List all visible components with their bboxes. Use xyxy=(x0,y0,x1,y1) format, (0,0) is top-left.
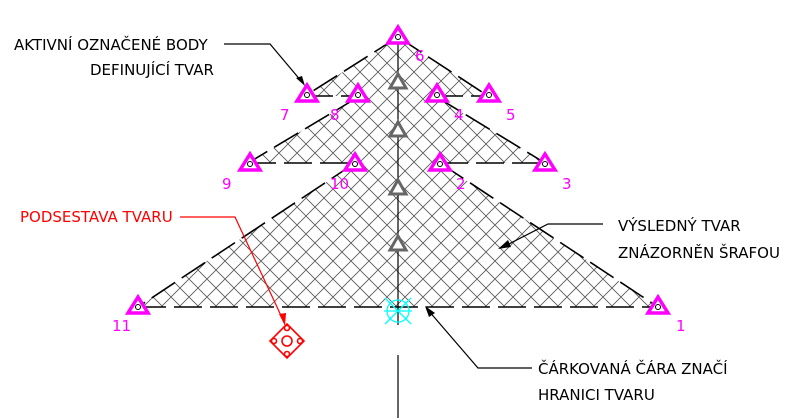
label-result-line1: VÝSLEDNÝ TVAR xyxy=(618,216,741,235)
leader-lines xyxy=(180,43,603,369)
point-number-8: 8 xyxy=(330,106,340,124)
point-number-5: 5 xyxy=(506,106,516,124)
point-marker-dots xyxy=(135,34,661,310)
point-number-2: 2 xyxy=(456,175,466,193)
label-boundary-line2: HRANICI TVARU xyxy=(538,386,655,404)
subassembly-diamond-icon[interactable] xyxy=(268,322,306,360)
point-number-6: 6 xyxy=(415,47,425,65)
point-number-4: 4 xyxy=(454,106,464,124)
point-numbers: 1 2 3 4 5 6 7 8 9 10 11 xyxy=(112,47,686,335)
point-number-10: 10 xyxy=(330,175,349,193)
point-markers xyxy=(124,23,672,315)
label-active-points-line2: DEFINUJÍCÍ TVAR xyxy=(90,60,214,79)
label-result-line2: ZNÁZORNĚN ŠRAFOU xyxy=(618,243,780,262)
label-boundary-line1: ČÁRKOVANÁ ČÁRA ZNAČÍ xyxy=(538,359,728,378)
grey-triangle-icon xyxy=(387,232,409,252)
point-number-3: 3 xyxy=(562,175,572,193)
point-number-9: 9 xyxy=(222,175,232,193)
leader-active-points xyxy=(224,43,303,83)
grey-triangle-icon xyxy=(387,118,409,138)
arrowhead xyxy=(279,313,286,326)
leader-result xyxy=(502,223,603,248)
arrowhead xyxy=(425,306,435,317)
label-subassembly: PODSESTAVA TVARU xyxy=(20,208,173,226)
axis-markers xyxy=(387,70,409,252)
arrowhead xyxy=(296,76,305,86)
point-number-1: 1 xyxy=(676,317,686,335)
dashed-boundary xyxy=(137,36,659,308)
arrowhead xyxy=(498,240,511,249)
grey-triangle-icon xyxy=(387,176,409,196)
grey-triangle-icon xyxy=(387,70,409,90)
annotation-labels: AKTIVNÍ OZNAČENÉ BODY DEFINUJÍCÍ TVAR PO… xyxy=(14,35,780,404)
leader-subassembly xyxy=(180,216,285,323)
label-active-points-line1: AKTIVNÍ OZNAČENÉ BODY xyxy=(14,35,208,54)
origin-crosshair-icon xyxy=(384,297,412,325)
leader-boundary xyxy=(427,309,532,369)
point-number-7: 7 xyxy=(280,106,290,124)
point-number-11: 11 xyxy=(112,317,131,335)
